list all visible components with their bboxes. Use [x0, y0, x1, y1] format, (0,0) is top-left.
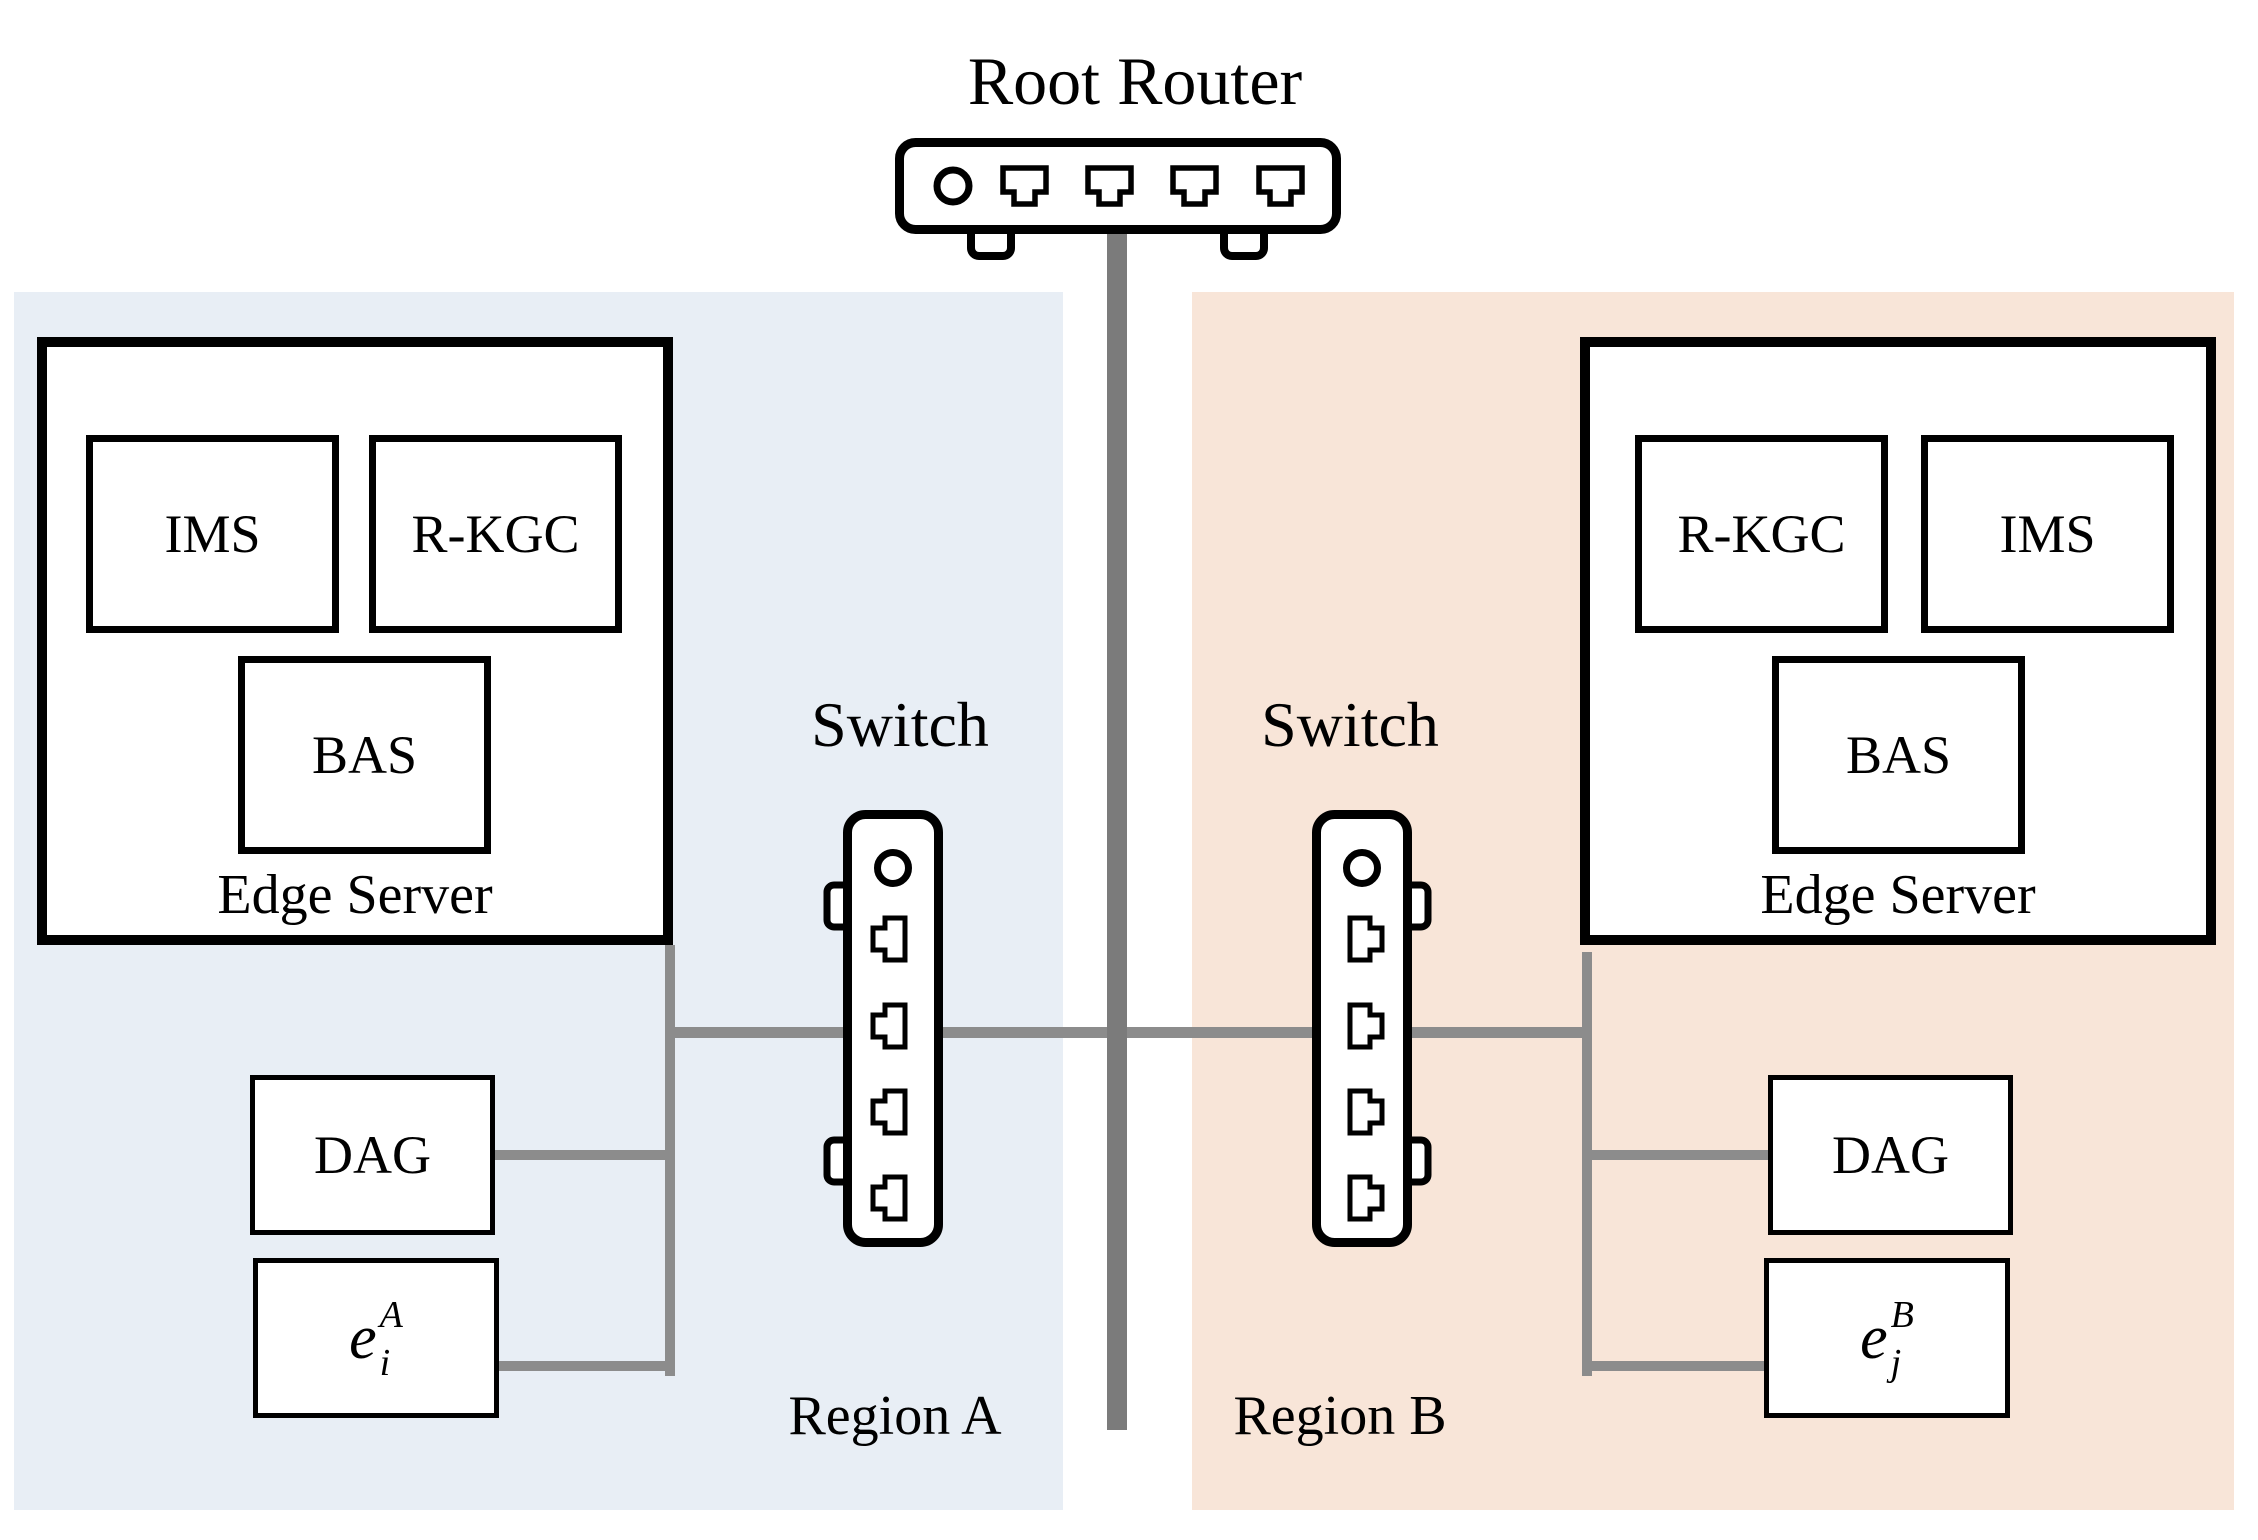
- link-switch-b-to-riser-b: [1408, 1027, 1587, 1038]
- rkgc-a-label: R-KGC: [411, 504, 580, 564]
- dag-a-label: DAG: [314, 1125, 431, 1185]
- edge-server-b-label: Edge Server: [1760, 864, 2036, 926]
- root-router-label: Root Router: [967, 43, 1303, 119]
- ims-a-label: IMS: [164, 504, 261, 564]
- rkgc-b-box: R-KGC: [1635, 435, 1888, 633]
- root-router-icon: [895, 138, 1341, 260]
- bas-b-box: BAS: [1772, 656, 2025, 854]
- router-led-icon: [933, 166, 973, 206]
- riser-line-region-a: [665, 945, 675, 1376]
- edge-server-a-label: Edge Server: [217, 864, 493, 926]
- bas-a-box: BAS: [238, 656, 491, 854]
- endpoint-a-label: e A i: [349, 1294, 403, 1384]
- riser-line-region-b: [1582, 952, 1592, 1376]
- switch-led-icon: [874, 849, 912, 887]
- switch-ports-icon: [1347, 915, 1385, 1222]
- switch-b-label: Switch: [1261, 689, 1439, 760]
- rkgc-a-box: R-KGC: [369, 435, 622, 633]
- switch-ports-icon: [870, 915, 908, 1222]
- ims-b-box: IMS: [1921, 435, 2174, 633]
- router-ports-icon: [1000, 165, 1305, 207]
- endpoint-b-connector: [1587, 1361, 1764, 1371]
- bas-b-label: BAS: [1845, 725, 1952, 785]
- dag-b-connector: [1587, 1150, 1768, 1160]
- endpoint-b-label: e B j: [1860, 1294, 1914, 1384]
- endpoint-a-connector: [499, 1361, 670, 1371]
- region-a-label: Region A: [788, 1385, 1002, 1447]
- ims-b-label: IMS: [1999, 504, 2096, 564]
- switch-b-icon: [1312, 810, 1432, 1247]
- link-switch-a-to-switch-b: [938, 1027, 1317, 1038]
- link-switch-a-to-riser-a: [670, 1027, 847, 1038]
- region-b-label: Region B: [1233, 1385, 1447, 1447]
- edge-server-a-box: IMS R-KGC BAS Edge Server: [37, 337, 673, 945]
- dag-a-box: DAG: [250, 1075, 495, 1235]
- dag-b-label: DAG: [1832, 1125, 1949, 1185]
- root-router-trunk-line: [1107, 228, 1127, 1430]
- endpoint-b-box: e B j: [1764, 1258, 2010, 1418]
- switch-a-label: Switch: [811, 689, 989, 760]
- dag-a-connector: [495, 1150, 670, 1160]
- endpoint-a-box: e A i: [253, 1258, 499, 1418]
- rkgc-b-label: R-KGC: [1677, 504, 1846, 564]
- switch-led-icon: [1343, 849, 1381, 887]
- dag-b-box: DAG: [1768, 1075, 2013, 1235]
- switch-a-icon: [823, 810, 943, 1247]
- edge-server-b-box: R-KGC IMS BAS Edge Server: [1580, 337, 2216, 945]
- ims-a-box: IMS: [86, 435, 339, 633]
- bas-a-label: BAS: [311, 725, 418, 785]
